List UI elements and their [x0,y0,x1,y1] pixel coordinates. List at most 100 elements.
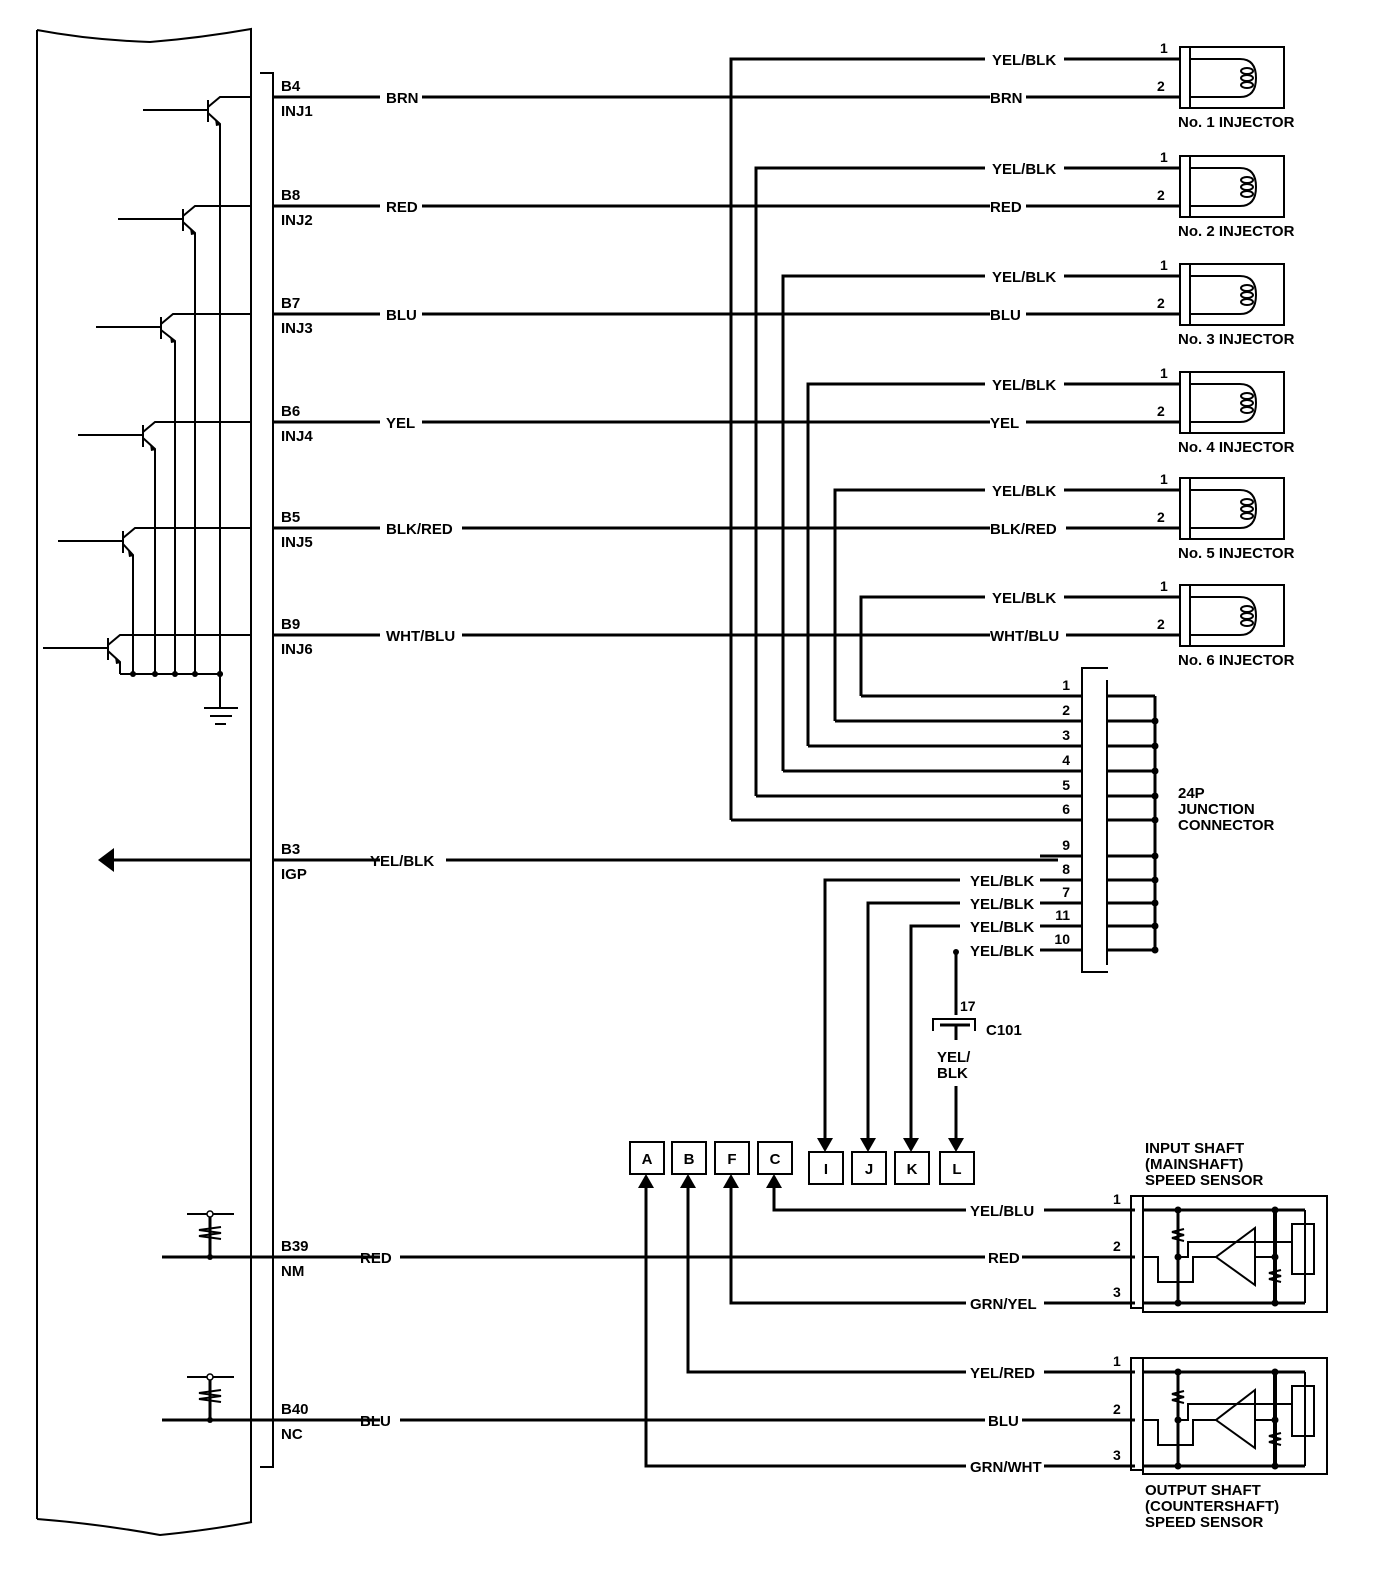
splice-dot [207,1417,213,1423]
wire-color-label: YEL/BLK [992,269,1056,286]
injector-6: YEL/BLK WHT/BLU 1 2No. 6 INJECTOR [859,578,1295,698]
wire-color-label: GRN/YEL [970,1296,1037,1313]
ref-box-k: K [894,1138,930,1185]
splice-dot [1271,1253,1279,1261]
junction-pin-number: 3 [1062,727,1070,743]
resistor-icon [1171,1390,1185,1404]
ref-box-c: C [757,1141,793,1188]
sensor-title: OUTPUT SHAFT [1145,1482,1261,1499]
terminal-pin: B5 [281,509,300,526]
splice-dot [1174,1206,1182,1214]
speed-sensors: INPUT SHAFT(MAINSHAFT)SPEED SENSOR1YEL/B… [162,1140,1328,1531]
pin-number: 2 [1157,509,1165,525]
resistor-icon [1268,1269,1282,1283]
wire-color-label: BLU [386,307,417,324]
amplifier-icon [1214,1226,1256,1287]
junction-pin-number: 4 [1062,752,1070,768]
wire-color-label: YEL/BLK [992,590,1056,607]
injector-label: No. 5 INJECTOR [1178,545,1295,562]
pin-number: 2 [1157,616,1165,632]
coil-turn [1240,406,1254,414]
ref-letter: F [727,1151,736,1168]
coil-turn [1240,190,1254,198]
transistor-icon [78,421,251,674]
injector-label: No. 6 INJECTOR [1178,652,1295,669]
supply-wire [806,382,985,746]
wire-color-label: YEL/BLK [970,896,1034,913]
wire-color-label: WHT/BLU [990,628,1059,645]
arrow-down-icon [903,1138,919,1152]
coil-icon [1190,596,1258,636]
pin-number: 2 [1157,187,1165,203]
coil-icon [1190,383,1258,423]
coil-turn [1240,67,1254,75]
collector-lead [160,313,251,325]
collector-lead [207,96,251,108]
transistor-icon [96,313,251,674]
terminal-pin: B7 [281,295,300,312]
ecm-pullup-b40 [162,1373,251,1423]
resistor-block [1291,1385,1315,1437]
sensor-title: (MAINSHAFT) [1145,1156,1243,1173]
junction-pin-number: 5 [1062,777,1070,793]
pin-number: 1 [1113,1191,1121,1207]
resistor-icon [1171,1228,1185,1242]
junction-pin-number: 1 [1062,677,1070,693]
pin-number: 1 [1160,578,1168,594]
wire-color-label: RED [990,199,1022,216]
ref-box [671,1141,707,1175]
ref-box [808,1151,844,1185]
internal-wire [1178,1403,1255,1421]
ref-box [939,1151,975,1185]
supply-wire [833,488,985,721]
wire-color-label: BRN [990,90,1023,107]
ecm-outline [36,27,253,1537]
pin-number: 3 [1113,1284,1121,1300]
wire-color-label: YEL/BLU [970,1203,1034,1220]
c101-wire-line2: BLK [937,1065,968,1082]
terminal-pin: B8 [281,187,300,204]
supply-wire [754,166,985,796]
injector-label: No. 3 INJECTOR [1178,331,1295,348]
ref-wire [686,1188,966,1374]
terminal-pin: B4 [281,78,301,95]
wire-color-label: GRN/WHT [970,1459,1042,1476]
emitter-arrow [170,336,176,343]
ref-box-f: F [714,1141,750,1188]
terminal-signal: INJ1 [281,103,313,120]
coil-icon [1190,489,1258,529]
output-sensor: OUTPUT SHAFT(COUNTERSHAFT)SPEED SENSOR1Y… [644,1188,1328,1531]
injector-body [1189,477,1285,540]
splice-dot [1174,1253,1182,1261]
transistor-icon [58,527,251,674]
terminal-signal: IGP [281,866,307,883]
junction-title: 24P [1178,785,1205,802]
terminal-pin: B6 [281,403,300,420]
ref-box [629,1141,665,1175]
injector-body [1189,46,1285,109]
coil-turn [1240,619,1254,627]
injector-body [1189,155,1285,218]
junction-pin-number: 10 [1054,931,1070,947]
ref-letter: L [952,1161,961,1178]
pin-number: 3 [1113,1447,1121,1463]
transistor-icon [143,96,251,674]
terminal-signal: INJ6 [281,641,313,658]
resistor-icon [1268,1432,1282,1446]
splice-dot [1271,1416,1279,1424]
resistor-block [1291,1223,1315,1275]
terminal-signal: INJ4 [281,428,313,445]
c101-wire-line1: YEL/ [937,1049,971,1066]
resistor-icon [198,1226,222,1240]
splice-dot [1271,1206,1279,1214]
splice-dot [192,671,198,677]
pin-number: 1 [1160,365,1168,381]
coil-turn [1240,505,1254,513]
